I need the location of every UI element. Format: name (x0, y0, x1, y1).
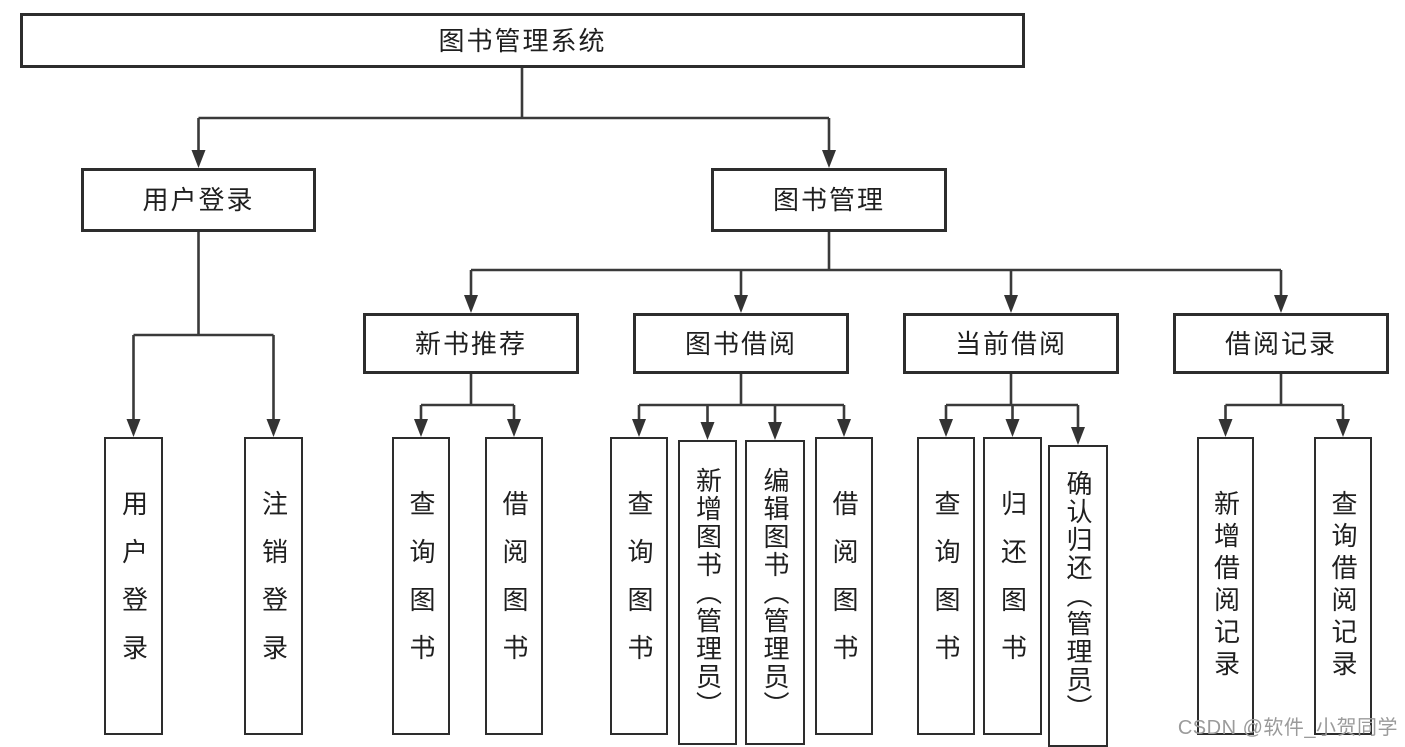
leaf-confirm-return-admin: 确认归还（管理员） (1048, 445, 1108, 747)
leaf-logout-login: 注销登录 (244, 437, 303, 735)
node-book-management-branch: 图书管理 (711, 168, 947, 232)
leaf-query-books-recommend: 查询图书 (392, 437, 450, 735)
node-current-borrow: 当前借阅 (903, 313, 1119, 374)
connector-current-group (939, 374, 1085, 445)
node-new-book-recommend: 新书推荐 (363, 313, 579, 374)
node-borrow-records: 借阅记录 (1173, 313, 1389, 374)
leaf-add-borrow-record: 新增借阅记录 (1197, 437, 1254, 735)
connector-borrow-group (632, 374, 851, 440)
connector-records-group (1218, 374, 1350, 437)
node-user-login-branch: 用户登录 (81, 168, 316, 232)
connector-newbook-group (414, 374, 521, 437)
node-book-borrow: 图书借阅 (633, 313, 849, 374)
connector-mgmt-branch (464, 232, 1288, 313)
leaf-query-books-current: 查询图书 (917, 437, 975, 735)
leaf-user-login: 用户登录 (104, 437, 163, 735)
leaf-borrow-books: 借阅图书 (815, 437, 873, 735)
leaf-query-books-borrow: 查询图书 (610, 437, 668, 735)
leaf-query-borrow-record: 查询借阅记录 (1314, 437, 1372, 735)
node-root-system: 图书管理系统 (20, 13, 1025, 68)
leaf-borrow-books-recommend: 借阅图书 (485, 437, 543, 735)
leaf-return-books: 归还图书 (983, 437, 1042, 735)
leaf-edit-books-admin: 编辑图书（管理员） (745, 440, 805, 745)
connector-root-branch (191, 68, 836, 168)
connector-user-branch (126, 232, 281, 437)
csdn-watermark: CSDN @软件_小贺同学 (1177, 717, 1398, 739)
leaf-add-books-admin: 新增图书（管理员） (678, 440, 737, 745)
